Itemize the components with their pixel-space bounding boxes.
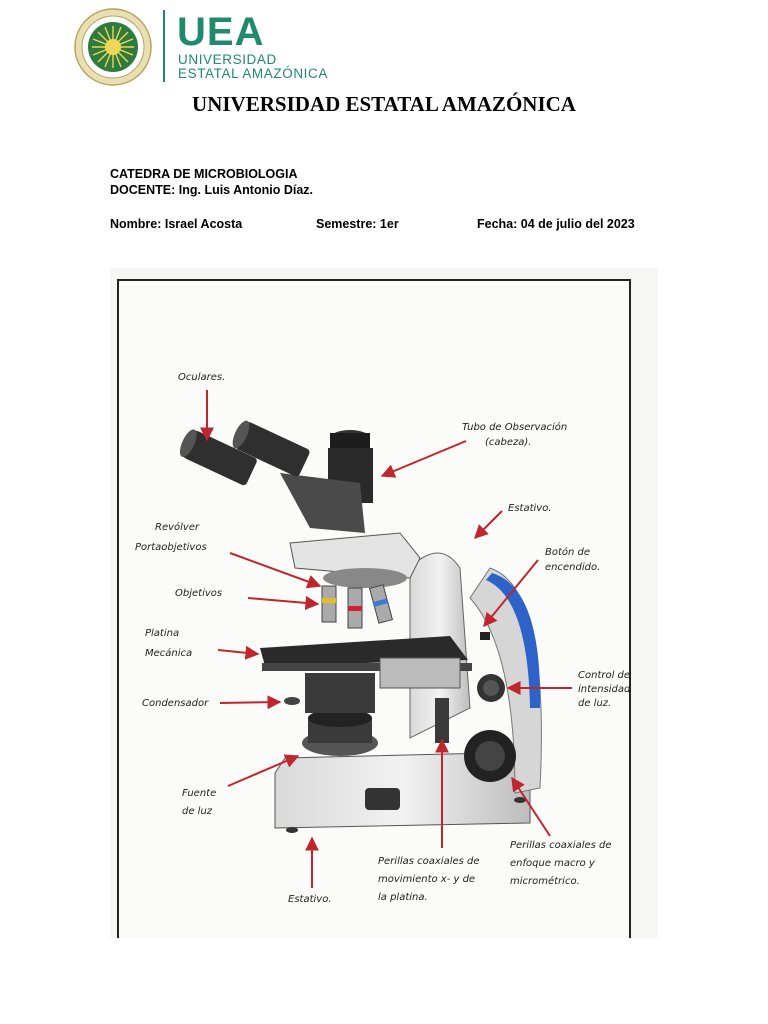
label-control-3: de luz. [578,698,611,709]
university-seal-icon [74,8,152,86]
label-platina-1: Platina [145,628,179,639]
student-name: Nombre: Israel Acosta [110,217,243,231]
label-estativo-top: Estativo. [508,503,552,514]
label-estativo-bottom: Estativo. [288,894,332,905]
mechanical-stage [260,636,472,689]
logo-line-2: ESTATAL AMAZÓNICA [178,66,328,81]
microscope-head [179,420,421,579]
label-tubo-2: (cabeza). [485,437,531,448]
teacher-name: DOCENTE: Ing. Luis Antonio Díaz. [110,183,313,197]
semester: Semestre: 1er [316,217,399,231]
objectives [321,568,407,629]
logo-divider [163,10,165,82]
date: Fecha: 04 de julio del 2023 [477,217,635,231]
label-perillas-foco-1: Perillas coaxiales de [510,840,612,851]
diagram-labels: Oculares. Tubo de Observación (cabeza). … [135,372,631,905]
label-objetivos: Objetivos [175,588,222,599]
label-perillas-xy-2: movimiento x- y de [378,874,475,885]
power-button-drawing [480,632,490,640]
page-title: UNIVERSIDAD ESTATAL AMAZÓNICA [192,92,576,116]
label-boton-1: Botón de [545,546,590,558]
logo-line-1: UNIVERSIDAD [178,52,277,67]
light-source [302,709,378,756]
label-oculares: Oculares. [178,372,225,383]
course-name: CATEDRA DE MICROBIOLOGIA [110,167,298,181]
condenser [284,673,375,713]
microscope-diagram: Oculares. Tubo de Observación (cabeza). … [117,279,631,938]
label-platina-2: Mecánica [145,647,192,659]
logo-acronym: UEA [177,10,265,54]
label-perillas-foco-2: enfoque macro y [510,858,596,869]
microscope-drawing: Oculares. Tubo de Observación (cabeza). … [110,268,658,938]
label-control-1: Control de [578,670,630,681]
label-control-2: intensidad [578,684,631,695]
label-fuente-2: de luz [182,806,213,817]
label-boton-2: encendido. [545,562,600,573]
label-perillas-xy-1: Perillas coaxiales de [378,856,480,867]
focus-knobs [435,674,516,782]
blue-strip [486,573,541,708]
label-fuente-1: Fuente [182,788,216,799]
label-revolver-2: Portaobjetivos [135,542,207,553]
label-condensador: Condensador [142,698,209,709]
label-tubo-1: Tubo de Observación [462,421,567,433]
label-revolver-1: Revólver [155,521,200,533]
label-perillas-xy-3: la platina. [378,892,428,903]
label-perillas-foco-3: micrométrico. [510,875,580,887]
